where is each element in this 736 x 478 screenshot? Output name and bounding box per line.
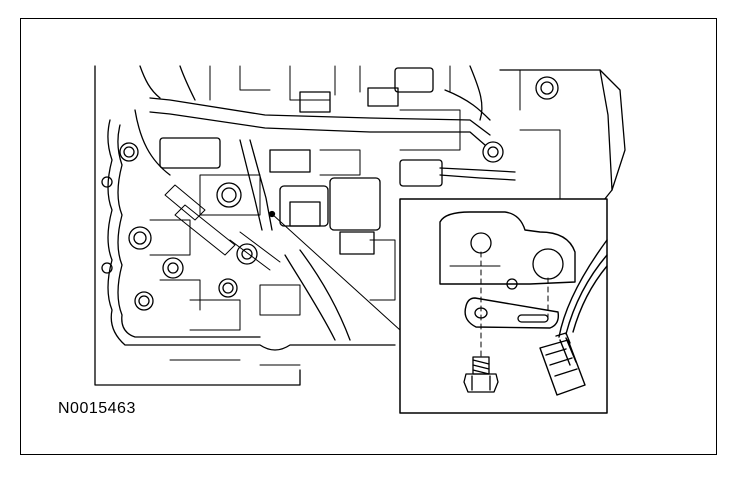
valve-body-assembly [94, 65, 626, 386]
solenoid-bodies [159, 67, 443, 255]
gasket-bolt-holes [101, 76, 559, 311]
retaining-bolt [463, 356, 499, 393]
valve-body-details [149, 65, 561, 366]
slotted-strap [464, 297, 560, 329]
leader-line [271, 213, 401, 331]
wiring-harness [134, 65, 516, 341]
case-outline [94, 65, 613, 386]
connector-wires [558, 239, 608, 338]
figure-id: N0015463 [58, 400, 136, 417]
detail-box [399, 198, 608, 414]
figure-frame [20, 18, 717, 455]
bracket-plate [439, 211, 576, 285]
gasket-edge [107, 119, 396, 351]
detail-inset [399, 198, 608, 414]
